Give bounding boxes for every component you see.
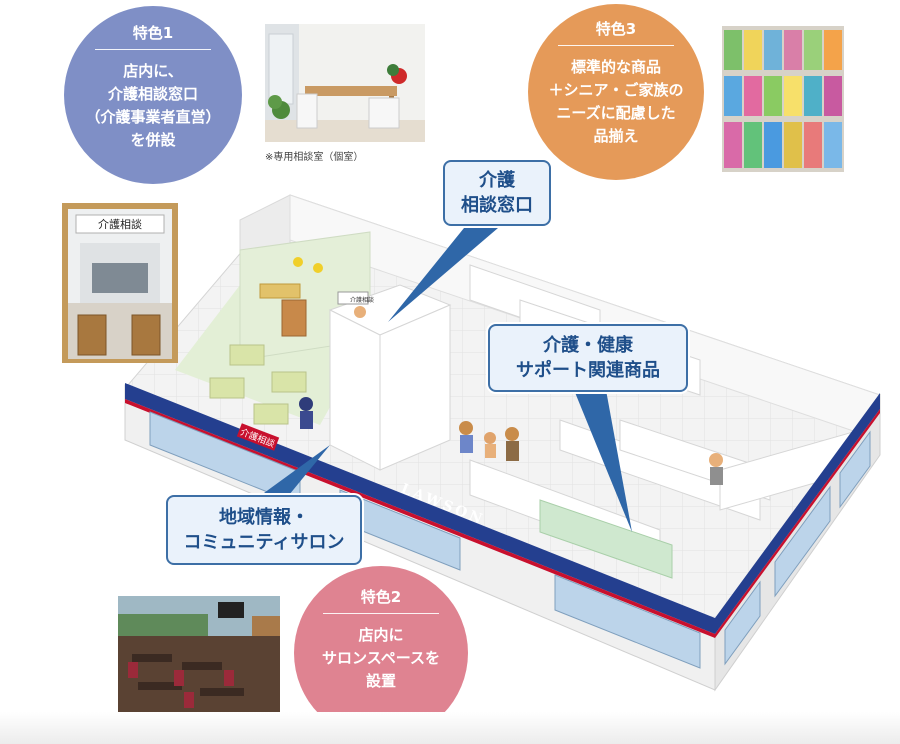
feature-1-line: を併設 — [130, 131, 176, 149]
feature-2-line: 店内に — [358, 626, 404, 644]
feature-1-line: （介護事業者直営） — [85, 108, 221, 126]
feature-3-line: ニーズに配慮した — [556, 104, 676, 122]
consult-room-furniture — [259, 257, 369, 337]
salon-window-sign — [236, 423, 280, 451]
consult-window-label: 介護 — [479, 170, 515, 191]
consult-room-photo — [265, 24, 425, 142]
products-callout-tail — [574, 390, 632, 532]
feature-1-line: 介護相談窓口 — [107, 85, 198, 103]
feature-3-circle: 特色3 標準的な商品 ＋シニア・ご家族の ニーズに配慮した 品揃え — [528, 4, 704, 180]
feature-1-line: 店内に、 — [123, 62, 183, 80]
feature-3-line: 標準的な商品 — [570, 58, 661, 76]
salon-photo — [118, 596, 280, 714]
facade-red-stripe — [125, 399, 715, 638]
salon-furniture — [209, 344, 307, 425]
feature-3-line: ＋シニア・ご家族の — [548, 81, 684, 99]
feature-1-title: 特色1 — [95, 22, 211, 50]
feature-3-line: 品揃え — [593, 127, 639, 145]
salon-label: コミュニティサロン — [183, 532, 345, 553]
consult-booth-photo: 介護相談 — [62, 203, 178, 363]
products-label: 介護・健康 — [543, 335, 633, 356]
consult-callout-tail — [388, 228, 498, 322]
consult-room-caption: ※専用相談室（個室） — [265, 152, 364, 163]
feature-2-line: サロンスペースを — [322, 649, 440, 667]
salon-callout-tail — [246, 445, 330, 506]
booth-sign-text: 介護相談 — [98, 218, 142, 231]
salon-label: 地域情報・ — [219, 507, 309, 528]
feature-1-circle: 特色1 店内に、 介護相談窓口 （介護事業者直営） を併設 — [64, 6, 242, 184]
product-display-panel — [539, 499, 673, 579]
products-callout: 介護・健康 サポート関連商品 — [488, 324, 688, 392]
feature-3-title: 特色3 — [558, 18, 674, 46]
feature-2-line: 設置 — [365, 672, 396, 690]
salon-callout: 地域情報・ コミュニティサロン — [166, 495, 362, 565]
consult-desk-sign: 介護相談 — [350, 296, 374, 304]
product-shelf-photo — [722, 26, 844, 172]
store-windows — [149, 411, 871, 669]
feature-2-title: 特色2 — [323, 586, 439, 614]
consult-window-label: 相談窓口 — [461, 195, 533, 216]
products-label: サポート関連商品 — [516, 360, 660, 381]
bottom-fade — [0, 712, 900, 744]
shoppers — [299, 306, 723, 485]
feature-2-circle: 特色2 店内に サロンスペースを 設置 — [294, 566, 468, 740]
consult-window-callout: 介護 相談窓口 — [443, 160, 551, 226]
